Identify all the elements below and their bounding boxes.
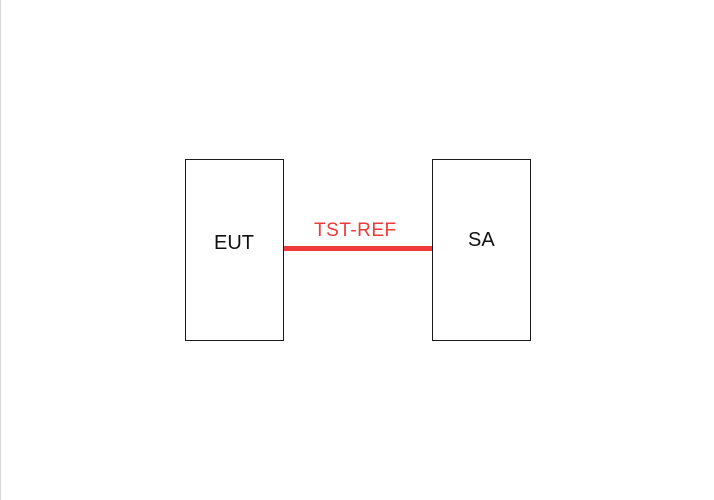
eut-box [185,159,284,341]
sa-label: SA [468,229,495,251]
eut-label: EUT [214,232,254,254]
tst-ref-connection-line [284,246,432,251]
sa-box [432,159,531,341]
tst-ref-label: TST-REF [314,220,397,241]
page-left-edge [0,0,1,500]
